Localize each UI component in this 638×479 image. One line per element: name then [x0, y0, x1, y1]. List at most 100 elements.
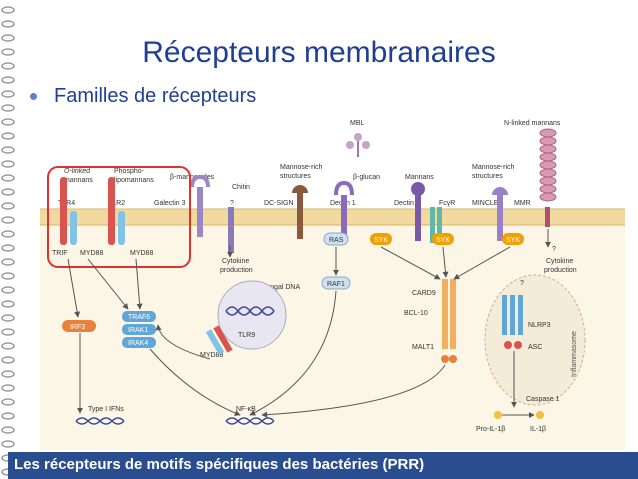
cytokine-1-line1: Cytokine [222, 258, 249, 265]
q-mark-mmr-label: ? [552, 246, 556, 253]
il1b-icon [536, 411, 544, 419]
spiral-ring [1, 146, 15, 154]
spiral-ring [1, 76, 15, 84]
traf6-node [122, 311, 156, 322]
syk-node-1 [370, 233, 392, 245]
receptor-mincle-label: MINCLE [472, 200, 499, 207]
ras-node [323, 232, 349, 246]
mmr-bead [539, 184, 557, 194]
adaptor-myd88-c: MYD88 [200, 352, 223, 359]
nlrp3-label: NLRP3 [528, 322, 551, 329]
cell-membrane [40, 209, 625, 225]
receptor-dectin2-label: Dectin 2 [394, 200, 420, 207]
spiral-ring [1, 202, 15, 210]
type1-ifn-dna-icon [75, 417, 125, 425]
nfkb-dna-icon [225, 417, 275, 425]
spiral-ring [1, 6, 15, 14]
syk-label-3: SYK [506, 237, 520, 244]
syk-node-2 [432, 233, 454, 245]
pro-il1b-icon [494, 411, 502, 419]
tlr-highlight-box [47, 166, 191, 268]
spiral-ring [1, 34, 15, 42]
card9-complex-icon [441, 279, 457, 363]
receptor-dc-sign-label: DC-SIGN [264, 200, 294, 207]
caption-bar: Les récepteurs de motifs spécifiques des… [8, 452, 638, 479]
ligand-o-linked-line1: O-linked [64, 168, 91, 175]
mmr-bead [539, 176, 557, 186]
bcl10-label: BCL-10 [404, 310, 428, 317]
card9-label: CARD9 [412, 290, 436, 297]
spiral-ring [1, 314, 15, 322]
ligand-fungal-dna: Fungal DNA [262, 284, 300, 291]
spiral-ring [1, 426, 15, 434]
syk-label-2: SYK [436, 237, 450, 244]
galectin3-receptor-icon [190, 175, 210, 237]
ligand-mannose-rich-2-line1: Mannose-rich [472, 164, 515, 171]
ligand-mbl: MBL [350, 120, 365, 127]
adaptor-myd88-a: MYD88 [80, 250, 103, 257]
cytokine-1-line2: production [220, 267, 253, 274]
syk-label-1: SYK [374, 237, 388, 244]
irak1-label: IRAK1 [128, 327, 148, 334]
mbl-icon [346, 133, 370, 157]
dc-sign-receptor-icon [292, 185, 308, 239]
inflammasome-region [484, 274, 586, 406]
ligand-phospho-line2: lipomannans [114, 177, 154, 184]
spiral-ring [1, 216, 15, 224]
pro-il1b-label: Pro-IL-1β [476, 426, 505, 433]
cytokine-2-line1: Cytokine [546, 258, 573, 265]
receptor-galectin3-label: Galectin 3 [154, 200, 186, 207]
raf1-label: RAF1 [327, 281, 345, 288]
dectin2-receptor-icon [411, 182, 442, 243]
nlrp3-icon [502, 295, 523, 349]
spiral-ring [1, 160, 15, 168]
receptor-tlr2-label: TLR2 [108, 200, 125, 207]
spiral-ring [1, 188, 15, 196]
receptor-tlr9-label: TLR9 [238, 332, 255, 339]
spiral-ring [1, 20, 15, 28]
type1-ifns-label: Type I IFNs [88, 406, 124, 413]
spiral-ring [1, 328, 15, 336]
spiral-ring [1, 90, 15, 98]
tlr2-receptor-icon [108, 177, 125, 245]
ligand-mannans: Mannans [405, 174, 434, 181]
spiral-ring [1, 258, 15, 266]
ligand-b-glucan: β-glucan [353, 174, 380, 181]
mmr-bead [539, 160, 557, 170]
mincle-receptor-icon [492, 187, 508, 241]
tlr4-receptor-icon [60, 177, 77, 245]
ligand-phospho-line1: Phospho- [114, 168, 145, 175]
receptor-mmr-label: MMR [514, 200, 531, 207]
ligand-mannose-rich-2-line2: structures [472, 173, 503, 180]
mmr-bead [539, 136, 557, 146]
ligand-n-linked: N-linked mannans [504, 120, 561, 127]
ligand-o-linked-line2: mannans [64, 177, 93, 184]
spiral-ring [1, 174, 15, 182]
ras-label: RAS [329, 237, 344, 244]
asc-label: ASC [528, 344, 542, 351]
dectin1-receptor-icon [334, 181, 354, 241]
spiral-ring [1, 300, 15, 308]
mmr-bead [539, 192, 557, 202]
ligand-b-mannosides: β-mannosides [170, 174, 215, 181]
traf6-label: TRAF6 [128, 314, 150, 321]
spiral-ring [1, 104, 15, 112]
mmr-receptor-icon [539, 128, 557, 227]
irf3-label: IRF3 [70, 324, 85, 331]
irak1-node [122, 324, 156, 335]
syk-node-3 [502, 233, 524, 245]
inflammasome-label: Inflammasome [571, 331, 578, 377]
bullet-dot-icon [30, 93, 37, 100]
spiral-ring [1, 370, 15, 378]
irak4-label: IRAK4 [128, 340, 148, 347]
mmr-bead [539, 144, 557, 154]
slide-title: Récepteurs membranaires [142, 36, 496, 69]
spiral-ring [1, 62, 15, 70]
nfkb-label: NF-κB [236, 406, 256, 413]
spiral-ring [1, 132, 15, 140]
ligand-mannose-rich-1-line1: Mannose-rich [280, 164, 323, 171]
spiral-ring [1, 48, 15, 56]
spiral-ring [1, 244, 15, 252]
raf1-node [321, 276, 351, 290]
